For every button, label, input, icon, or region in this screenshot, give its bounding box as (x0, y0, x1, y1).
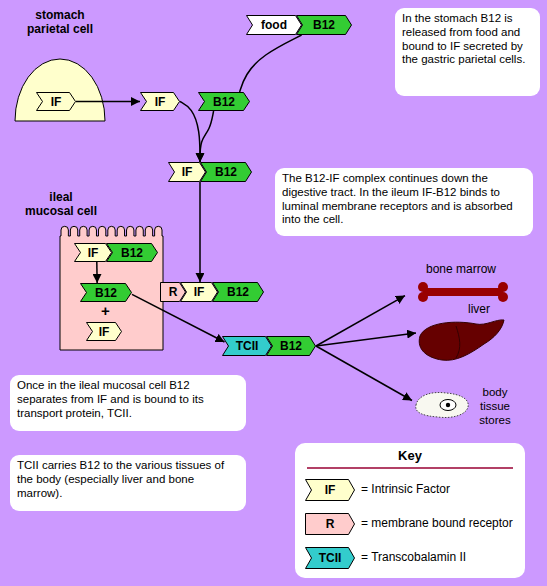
legend-title: Key (295, 448, 525, 463)
note-box: Once in the ileal mucosal cell B12 separ… (10, 375, 246, 431)
intrinsic-factor-tag: IF (36, 92, 76, 111)
food-tag: food (246, 15, 302, 35)
note-text: TCII carries B12 to the various tissues … (17, 459, 239, 500)
tag-label: IF (36, 92, 76, 111)
flow-arrow (200, 111, 214, 162)
note-text: Once in the ileal mucosal cell B12 separ… (17, 379, 239, 420)
swatch-label: TCII (305, 547, 355, 569)
shape-label: liver (468, 302, 514, 316)
flow-arrow (132, 294, 225, 342)
ileal-cell: ileal mucosal cellIFB12B12IF (24, 190, 166, 352)
b12-tag: B12 (80, 283, 132, 302)
legend-row: TCII = Transcobalamin II (295, 547, 525, 569)
legend-text: = Intrinsic Factor (361, 482, 450, 496)
tag-label: B12 (198, 92, 250, 111)
flow-arrow (316, 346, 412, 401)
note-text: The B12-IF complex continues down the di… (282, 172, 526, 227)
swatch-label: R (305, 513, 355, 535)
shape-label: bone marrow (405, 262, 517, 276)
legend-text: = Transcobalamin II (361, 550, 466, 564)
b12-tag: B12 (200, 162, 252, 182)
flow-arrow (96, 262, 98, 283)
tag-label: B12 (266, 336, 316, 356)
intrinsic-factor-tag: IF (168, 162, 206, 182)
shape-label: stomach parietal cell (18, 8, 102, 37)
bone-marrow: bone marrow (405, 262, 517, 304)
parietal-cell: stomach parietal cellIF (14, 8, 106, 122)
tag-label: B12 (80, 283, 132, 302)
note-box: TCII carries B12 to the various tissues … (10, 455, 246, 511)
intrinsic-factor-tag: IF (180, 282, 218, 302)
tag-label: food (246, 15, 302, 35)
liver-illustration (416, 302, 516, 364)
body-tissue: body tissue stores (412, 383, 522, 433)
tag-label: IF (168, 162, 206, 182)
flow-arrow (316, 333, 416, 346)
intrinsic-factor-tag: IF (86, 322, 122, 341)
liver: liver (416, 302, 516, 364)
note-box: The B12-IF complex continues down the di… (275, 168, 533, 236)
note-box: In the stomach B12 is released from food… (395, 8, 540, 96)
tag-label: IF (180, 282, 218, 302)
shape-label: ileal mucosal cell (24, 190, 98, 219)
flow-arrow (199, 182, 201, 282)
legend-row: R = membrane bound receptor (295, 513, 525, 535)
b12-tag: B12 (296, 15, 352, 35)
tag-label: B12 (212, 282, 264, 302)
flow-arrow (240, 35, 302, 92)
legend-text: = membrane bound receptor (361, 516, 513, 530)
tag-label: B12 (106, 243, 158, 262)
flow-arrow (180, 102, 200, 163)
shape-label: body tissue stores (470, 386, 520, 427)
tag-label: B12 (296, 15, 352, 35)
b12-tag: B12 (212, 282, 264, 302)
tag-label: B12 (200, 162, 252, 182)
legend-row: IF = Intrinsic Factor (295, 479, 525, 501)
b12-tag: B12 (106, 243, 158, 262)
dome-outline (14, 56, 106, 122)
note-text: In the stomach B12 is released from food… (402, 12, 533, 67)
flow-arrow (316, 296, 405, 346)
tag-label: IF (140, 92, 180, 111)
tag-label: TCII (222, 336, 272, 356)
plus-sign: + (101, 302, 110, 319)
intrinsic-factor-tag: IF (74, 243, 112, 262)
tag-label: IF (74, 243, 112, 262)
swatch-label: IF (305, 479, 355, 501)
legend-box: KeyIF = Intrinsic FactorR = membrane bound… (295, 443, 525, 578)
tag-label: IF (86, 322, 122, 341)
b12-tag: B12 (198, 92, 250, 111)
flow-arrow (76, 101, 140, 103)
transcobalamin-tag: TCII (222, 336, 272, 356)
b12-tag: B12 (266, 336, 316, 356)
intrinsic-factor-tag: IF (140, 92, 180, 111)
